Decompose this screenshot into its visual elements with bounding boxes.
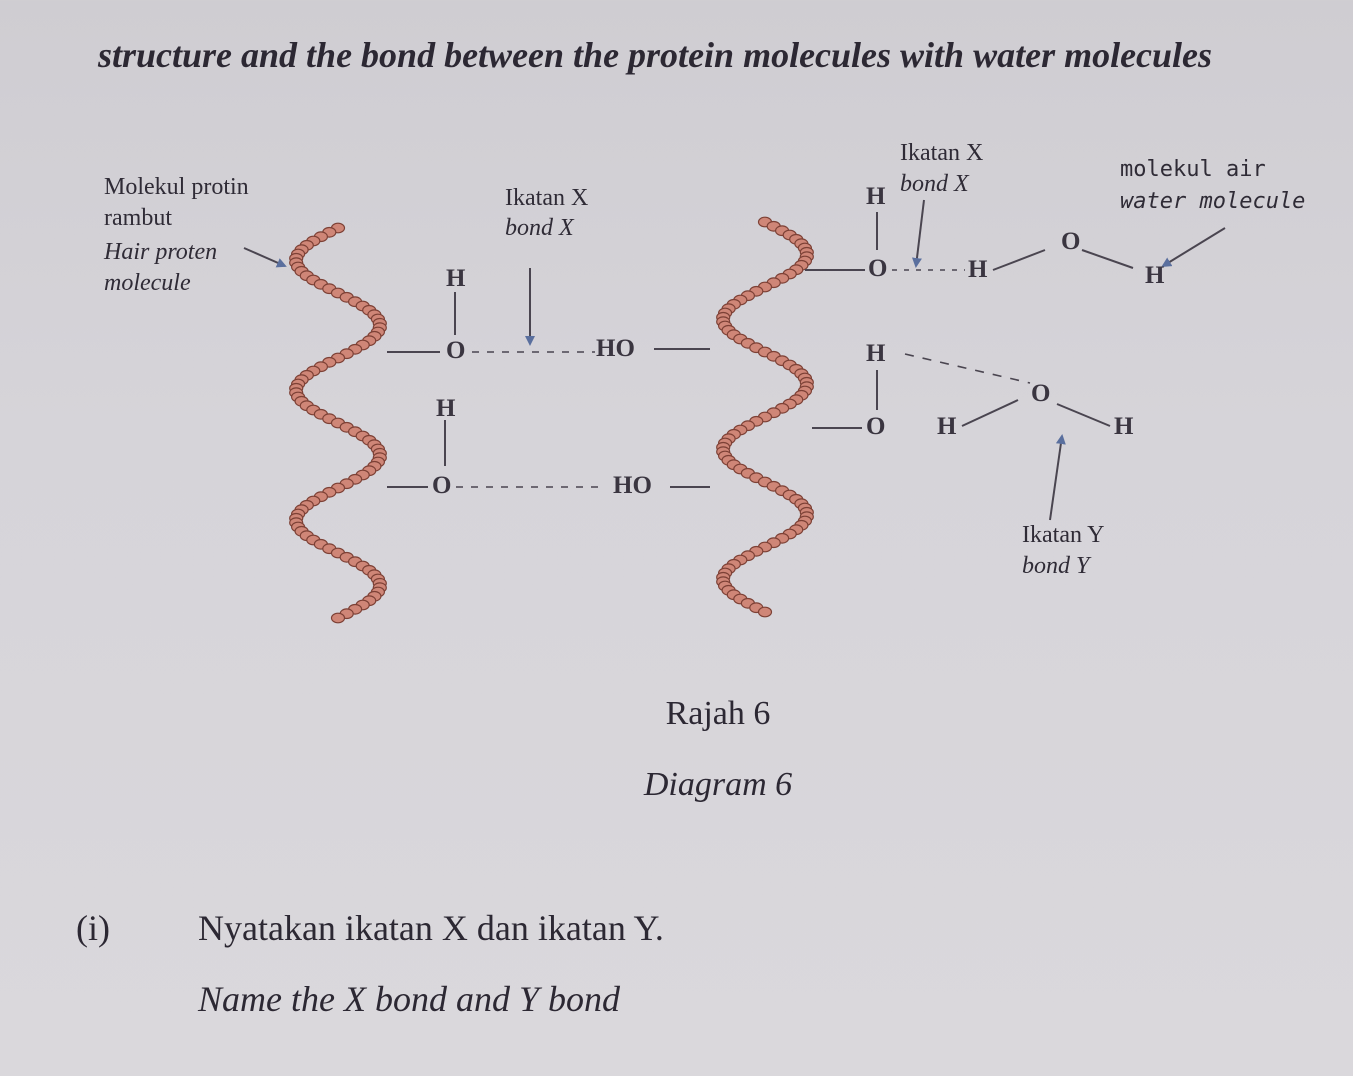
label-bond-x-left: bond X — [505, 215, 574, 241]
header-text: structure and the bond between the prote… — [98, 35, 1213, 75]
label-hair-protein-molecule: molecule — [104, 270, 191, 296]
label-bond-y: bond Y — [1022, 553, 1090, 579]
label-rambut: rambut — [104, 205, 172, 231]
caption-rajah: Rajah 6 — [665, 695, 771, 732]
question-english: Name the X bond and Y bond — [198, 979, 620, 1019]
bond-lines — [243, 199, 1226, 521]
atom-o-4: O — [866, 413, 886, 440]
label-bond-x-right: bond X — [900, 171, 969, 197]
atom-h-4: H — [968, 256, 988, 283]
atom-h-5: H — [866, 340, 886, 367]
atom-o-water-2: O — [1031, 380, 1051, 407]
question-malay: Nyatakan ikatan X dan ikatan Y. — [198, 908, 664, 948]
label-ikatan-x-right: Ikatan X — [900, 140, 984, 166]
atom-o-1: O — [446, 337, 466, 364]
atom-o-2: O — [432, 472, 452, 499]
right-chain-bead — [757, 606, 773, 618]
label-hair-protein: Hair proten — [104, 239, 218, 265]
protein-water-bond-diagram — [243, 199, 1226, 624]
atom-h-water-1: H — [1145, 262, 1165, 289]
protein-chains — [289, 216, 814, 624]
atom-h-2: H — [436, 395, 456, 422]
label-ikatan-y: Ikatan Y — [1022, 522, 1105, 548]
atom-h-6: H — [937, 413, 957, 440]
caption-diagram: Diagram 6 — [643, 766, 793, 803]
label-ikatan-x-left: Ikatan X — [505, 185, 589, 211]
atom-o-water-1: O — [1061, 228, 1081, 255]
atom-h-1: H — [446, 265, 466, 292]
atom-ho-2: HO — [613, 472, 652, 499]
label-molekul-air: molekul air — [1120, 157, 1266, 182]
label-molekul-protin: Molekul protin — [104, 174, 249, 200]
question-number: (i) — [76, 908, 110, 948]
atom-h-water-2: H — [1114, 413, 1134, 440]
atom-o-3: O — [868, 255, 888, 282]
atom-h-3: H — [866, 183, 886, 210]
left-chain-bead — [330, 612, 346, 624]
label-water-molecule: water molecule — [1120, 189, 1306, 214]
atom-ho-1: HO — [596, 335, 635, 362]
